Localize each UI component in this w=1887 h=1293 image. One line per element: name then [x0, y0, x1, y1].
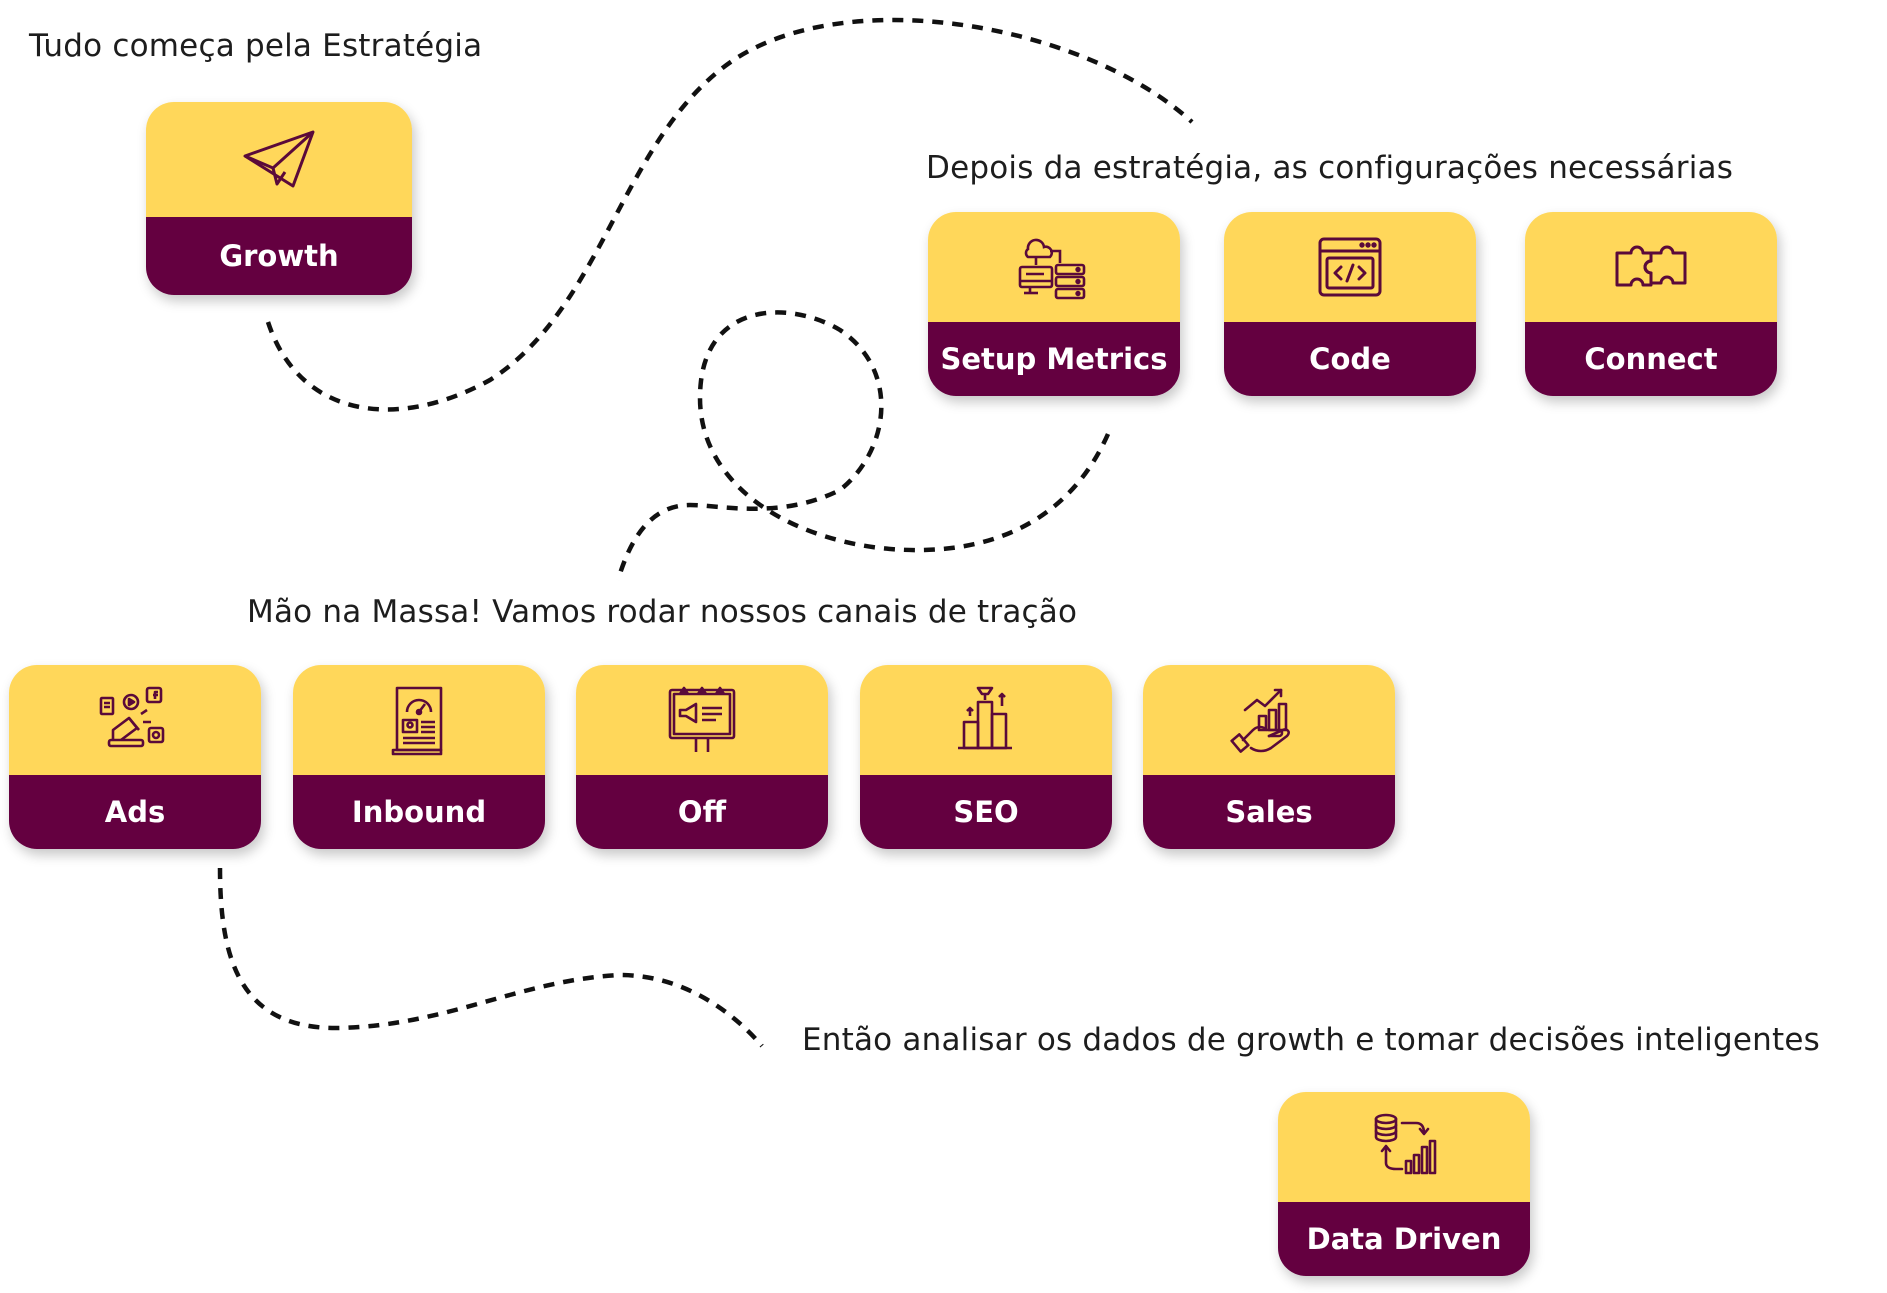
card-growth-bottom: Growth — [146, 217, 412, 295]
heading-analysis: Então analisar os dados de growth e toma… — [802, 1022, 1820, 1058]
megaphone-social-icon — [99, 686, 165, 748]
card-off-top — [576, 665, 828, 775]
heading-strategy: Tudo começa pela Estratégia — [29, 28, 483, 64]
card-connect-label: Connect — [1584, 342, 1718, 376]
card-growth-top — [146, 102, 412, 217]
card-connect-bottom: Connect — [1525, 322, 1777, 396]
card-connect[interactable]: Connect — [1525, 212, 1777, 396]
card-seo-bottom: SEO — [860, 775, 1112, 849]
card-setup-metrics[interactable]: Setup Metrics — [928, 212, 1180, 396]
card-seo[interactable]: SEO — [860, 665, 1112, 849]
card-sales[interactable]: Sales — [1143, 665, 1395, 849]
card-ads-bottom: Ads — [9, 775, 261, 849]
card-inbound-top — [293, 665, 545, 775]
heading-setup: Depois da estratégia, as configurações n… — [926, 150, 1734, 186]
card-code[interactable]: Code — [1224, 212, 1476, 396]
card-code-label: Code — [1309, 342, 1391, 376]
card-data-driven-top — [1278, 1092, 1530, 1202]
connector-growth-to-setup — [265, 17, 1194, 412]
card-seo-top — [860, 665, 1112, 775]
card-ads-top — [9, 665, 261, 775]
card-inbound-label: Inbound — [351, 795, 487, 829]
card-data-driven-bottom: Data Driven — [1278, 1202, 1530, 1276]
connector-setup-to-channels-loop — [615, 310, 1111, 581]
card-inbound[interactable]: Inbound — [293, 665, 545, 849]
card-setup-metrics-top — [928, 212, 1180, 322]
card-off[interactable]: Off — [576, 665, 828, 849]
code-window-icon — [1318, 237, 1382, 297]
card-seo-label: SEO — [953, 795, 1019, 829]
card-sales-bottom: Sales — [1143, 775, 1395, 849]
card-ads[interactable]: Ads — [9, 665, 261, 849]
paper-plane-icon — [243, 130, 315, 187]
ranking-podium-icon — [958, 686, 1012, 750]
card-data-driven[interactable]: Data Driven — [1278, 1092, 1530, 1276]
card-off-label: Off — [677, 795, 727, 829]
card-sales-label: Sales — [1225, 795, 1313, 829]
card-inbound-bottom: Inbound — [293, 775, 545, 849]
card-ads-label: Ads — [104, 795, 166, 829]
card-sales-top — [1143, 665, 1395, 775]
database-chart-icon — [1374, 1113, 1437, 1175]
puzzle-icon — [1615, 245, 1687, 287]
card-code-bottom: Code — [1224, 322, 1476, 396]
billboard-icon — [668, 686, 736, 752]
content-document-icon — [391, 686, 443, 756]
heading-channels: Mão na Massa! Vamos rodar nossos canais … — [247, 594, 1078, 630]
card-setup-metrics-label: Setup Metrics — [940, 342, 1168, 376]
card-data-driven-label: Data Driven — [1306, 1222, 1502, 1256]
card-connect-top — [1525, 212, 1777, 322]
card-growth[interactable]: Growth — [146, 102, 412, 295]
card-code-top — [1224, 212, 1476, 322]
card-growth-label: Growth — [219, 239, 339, 273]
card-setup-metrics-bottom: Setup Metrics — [928, 322, 1180, 396]
card-off-bottom: Off — [576, 775, 828, 849]
connector-channels-to-analysis — [217, 867, 764, 1048]
server-network-icon — [1018, 238, 1086, 300]
hand-growth-chart-icon — [1230, 688, 1290, 753]
